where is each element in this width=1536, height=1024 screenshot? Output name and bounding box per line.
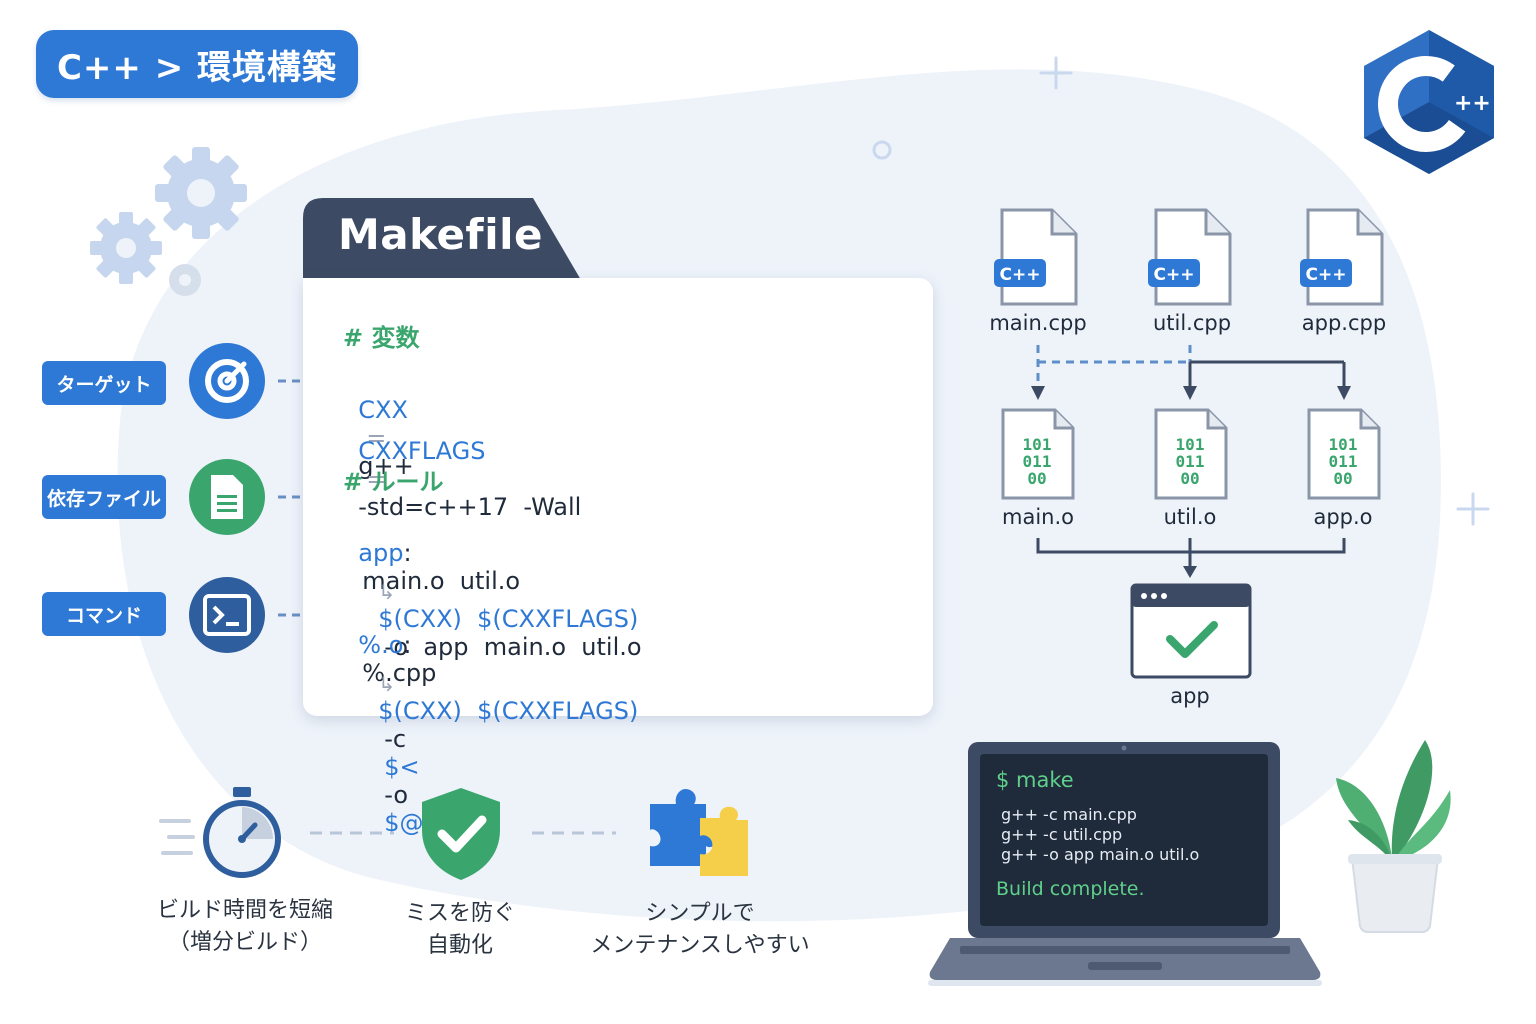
rule1-target: app <box>358 539 404 567</box>
terminal-line: g++ -o app main.o util.o <box>1001 845 1200 864</box>
laptop-icon <box>928 742 1322 986</box>
file-name-app-o: app.o <box>1313 505 1373 529</box>
svg-text:C++: C++ <box>1154 265 1195 285</box>
code-line-cxxflags: CXXFLAGS = -std=c++17 -Wall <box>343 409 581 521</box>
comment-variables: # 変数 <box>343 324 420 352</box>
svg-text:C++: C++ <box>1306 265 1347 285</box>
cpp-badge: C++ <box>1148 259 1200 287</box>
value-cxx: g++ <box>358 452 414 480</box>
binary-text: 011 <box>1329 452 1358 471</box>
terminal-icon <box>189 577 265 653</box>
value-cxxflags: -std=c++17 -Wall <box>358 493 582 521</box>
feature-automation: ミスを防ぐ 自動化 <box>370 898 550 962</box>
binary-text: 00 <box>1027 469 1046 488</box>
cpp-badge: C++ <box>994 259 1046 287</box>
build-flow-diagram: C++ C++ C++ 101 011 00 101 011 00 101 01… <box>994 208 1384 578</box>
app-label: app <box>1170 684 1210 708</box>
binary-text: 101 <box>1176 435 1205 454</box>
code-line-cxx: CXX = g++ <box>343 368 414 480</box>
var-cxx: CXX <box>358 396 408 424</box>
indent-arrow-icon: ↳ <box>378 580 396 604</box>
feature-line: メンテナンスしやすい <box>590 933 810 958</box>
divider-dashes <box>532 831 616 835</box>
code-line-rule1-command: ↳ $(CXX) $(CXXFLAGS) -o app main.o util.… <box>363 549 642 661</box>
cpp-badge: C++ <box>1300 259 1352 287</box>
indent-arrow-icon: ↳ <box>378 672 396 696</box>
stopwatch-icon <box>159 787 281 878</box>
rule2-deps: %.cpp <box>362 659 437 687</box>
feature-line: 自動化 <box>426 933 493 958</box>
feature-build-time: ビルド時間を短縮 （増分ビルド） <box>140 895 350 959</box>
feature-line: （増分ビルド） <box>167 930 322 955</box>
binary-text: 00 <box>1180 469 1199 488</box>
file-name-util-o: util.o <box>1163 505 1217 529</box>
divider-dashes <box>310 831 394 835</box>
target-icon <box>189 343 265 419</box>
feature-line: ミスを防ぐ <box>404 901 515 926</box>
source-file-icon <box>1000 208 1078 306</box>
cpp-logo-icon: ++ <box>1364 30 1494 174</box>
shield-check-icon <box>422 788 500 880</box>
terminal-result: Build complete. <box>996 878 1145 900</box>
binary-text: 101 <box>1329 435 1358 454</box>
svg-text:C++: C++ <box>1000 265 1041 285</box>
code-line-rule1: app: main.o util.o <box>343 511 520 595</box>
file-name-main-o: main.o <box>1002 505 1074 529</box>
makefile-title: Makefile <box>338 210 543 259</box>
source-file-icon <box>1306 208 1384 306</box>
label-dependency: 依存ファイル <box>42 475 166 519</box>
gear-icon <box>90 147 247 296</box>
binary-text: 011 <box>1176 452 1205 471</box>
binary-text: 00 <box>1333 469 1352 488</box>
source-file-icon <box>1154 208 1232 306</box>
check-window-icon <box>1130 583 1252 679</box>
rule2-cmd-c: -c <box>384 725 407 753</box>
rule2-colon: : <box>403 631 412 659</box>
rule2-cmd-vars: $(CXX) $(CXXFLAGS) <box>378 697 639 725</box>
label-target: ターゲット <box>42 361 166 405</box>
feature-line: シンプルで <box>645 901 755 926</box>
document-icon <box>189 459 265 535</box>
page-title: C++ > 環境構築 <box>36 30 358 98</box>
rule1-cmd-vars: $(CXX) $(CXXFLAGS) <box>378 605 639 633</box>
equals-sign: = <box>366 465 387 493</box>
code-line-rule2: %.o: %.cpp <box>343 603 436 687</box>
makefile-tab <box>303 198 581 280</box>
var-cxxflags: CXXFLAGS <box>358 437 486 465</box>
puzzle-icon <box>650 788 748 876</box>
file-name-app-cpp: app.cpp <box>1301 311 1387 335</box>
terminal-line: g++ -c util.cpp <box>1001 825 1123 844</box>
rule1-colon: : <box>403 539 412 567</box>
logo-text: ++ <box>1454 91 1491 116</box>
file-name-util-cpp: util.cpp <box>1152 311 1232 335</box>
feature-line: ビルド時間を短縮 <box>156 898 333 923</box>
binary-text: 101 <box>1023 435 1052 454</box>
makefile-code-card <box>303 278 933 716</box>
rule1-deps: main.o util.o <box>362 567 521 595</box>
file-name-main-cpp: main.cpp <box>989 311 1087 335</box>
binary-text: 011 <box>1023 452 1052 471</box>
feature-maintainability: シンプルで メンテナンスしやすい <box>580 898 820 962</box>
comment-rules: # ルール <box>343 468 444 496</box>
rule2-target: %.o <box>358 631 404 659</box>
rule1-cmd-rest: -o app main.o util.o <box>384 633 642 661</box>
terminal-line: g++ -c main.cpp <box>1001 805 1137 824</box>
plant-icon <box>1336 740 1451 933</box>
rule2-cmd-o: -o <box>384 781 409 809</box>
terminal-prompt: $ make <box>996 768 1074 792</box>
label-command: コマンド <box>42 592 166 636</box>
equals-sign: = <box>366 424 387 452</box>
rule2-cmd-src: $< <box>384 753 420 781</box>
